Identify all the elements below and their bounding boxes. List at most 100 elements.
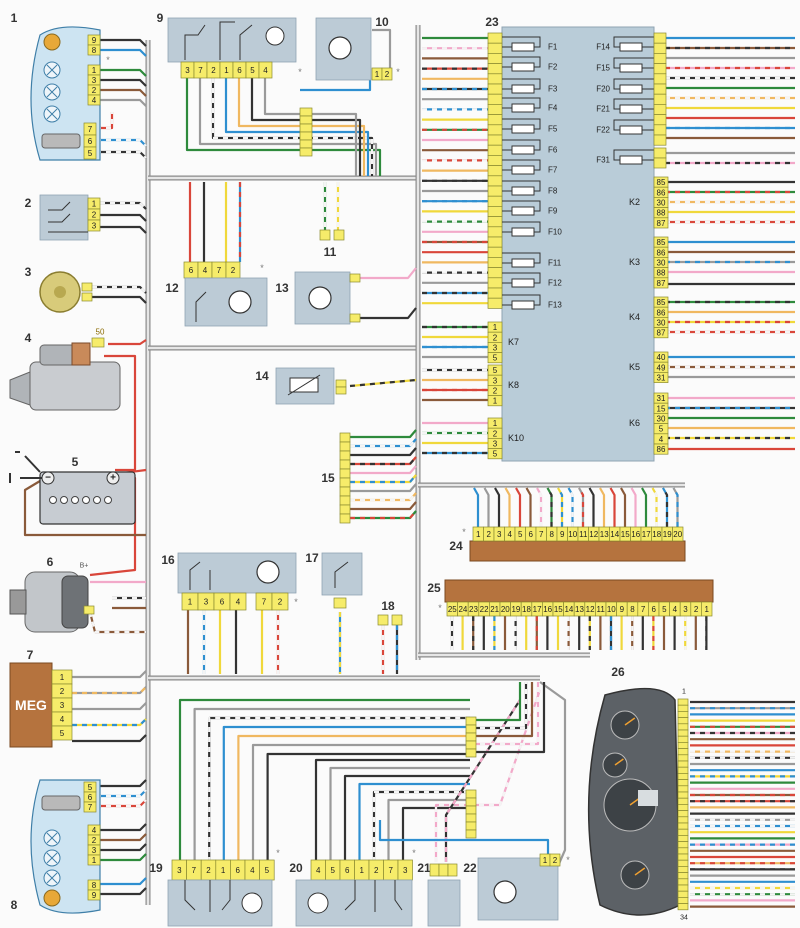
fuse-label: F20 [596,85,610,94]
c9-pin [258,61,273,79]
fuse-icon [511,145,535,155]
connector-25-pin-label: 17 [533,605,542,614]
wire-c15 [350,483,417,493]
relay-pin-label: 85 [657,178,666,187]
connector-number-25: 25 [427,581,441,595]
fuse-box-left-pin [487,246,503,258]
wire-c1 [96,112,114,130]
c15-pin [339,513,351,524]
connector-25-pin-label: 23 [469,605,478,614]
wire-c14-stripe [349,378,417,388]
component-number-21: 21 [417,861,431,875]
c8-pin-label: 9 [92,891,97,900]
connector-25-pin-label: 10 [607,605,616,614]
fuse-label: F7 [548,166,558,175]
fuse-box-left-pin [487,226,503,238]
inline-connector-pin [465,805,477,815]
cluster-pin [677,878,689,886]
relay-pin [653,217,669,229]
fuse-box-left-pin [487,175,503,187]
c16-pin [271,592,289,611]
fuse-box-right-pin [653,134,667,146]
fuse-label: F1 [548,43,558,52]
wire-connector-24 [588,487,595,527]
c15-pin [339,468,351,479]
relay-pin [653,443,669,455]
wire-bundle-stripe [470,682,540,746]
c17-pin [333,597,347,609]
fuse-label: F12 [548,279,562,288]
wire-c15 [350,465,417,475]
wire-bundle [470,682,534,738]
wire-battery-ground [23,477,146,537]
variable-resistor-arrow [287,374,321,396]
connector-25-pin-label: 11 [597,605,606,614]
fuse-box-left-pin [487,93,503,105]
component-number-19: 19 [149,861,163,875]
relay-pin-label: 86 [657,188,666,197]
fuse-box-left-pin [487,63,503,75]
wire-c19 [178,698,470,862]
fuse-icon [619,125,643,135]
cluster-pin [677,872,689,880]
wire-c19 [266,752,470,862]
wire-c8-stripe [96,799,147,808]
component-number-5: 5 [72,455,79,469]
c15-pin [339,441,351,452]
wire-c9 [185,78,382,176]
cluster-pin [677,853,689,861]
wire-c1 [100,88,147,97]
fuse-icon [511,42,535,52]
fuse-label: F13 [548,301,562,310]
fuse-box-right-pin [653,114,667,126]
bulb-cross [46,872,58,884]
component-number-12: 12 [165,281,179,295]
fuse-box-left-pin [487,114,503,126]
c15-pin [339,459,351,470]
c2-pin-label: 2 [92,211,97,220]
c8-pin-label: 8 [92,881,97,890]
c19-pin-label: 7 [192,866,197,875]
c9-inline-connector-pin [299,131,313,141]
fuse-link [502,97,541,109]
wire-c19 [193,707,470,862]
relay-pin-label: 1 [493,419,498,428]
fuse-icon [511,300,535,310]
indicator-lamp-icon [307,892,329,914]
wire-c19 [251,743,470,862]
component-number-16: 16 [161,553,175,567]
component-number-26: 26 [611,665,625,679]
wire-c19 [222,725,470,862]
fuse-link [502,252,541,264]
c12-pin-label: 2 [231,266,236,275]
relay-pin-label: 86 [657,308,666,317]
c20-pin-label: 4 [316,866,321,875]
relay-pin-label: 30 [657,199,666,208]
wire-starter-battery [104,354,137,472]
starter-terminal-block [71,342,91,366]
motor-icon [493,880,517,904]
c3-pin [81,282,93,292]
component-number-9: 9 [157,11,164,25]
connector-25-pin-label: 1 [704,605,709,614]
c1-pin-label: 8 [92,46,97,55]
relay-pin-label: 86 [657,248,666,257]
wire-connector-24-stripe [578,487,585,527]
wire-connector-24 [494,487,501,527]
bulb-cross [46,832,58,844]
connector-25-pin-label: 22 [480,605,489,614]
connector-24 [469,540,686,562]
c21-pin [447,863,458,877]
wire-connector-24 [504,487,511,527]
relay-pin-label: 2 [493,333,498,342]
fuse-box-left-pin [487,32,503,44]
fuse-icon [511,124,535,134]
motor-icon [308,286,332,310]
wire-c8 [100,887,147,896]
fuse-box-right-pin [653,83,667,95]
fuse-label: F3 [548,85,558,94]
fuse-box-right-pin [653,93,667,105]
fuse-icon [619,42,643,52]
wire-c1 [100,38,147,47]
component-number-8: 8 [11,898,18,912]
